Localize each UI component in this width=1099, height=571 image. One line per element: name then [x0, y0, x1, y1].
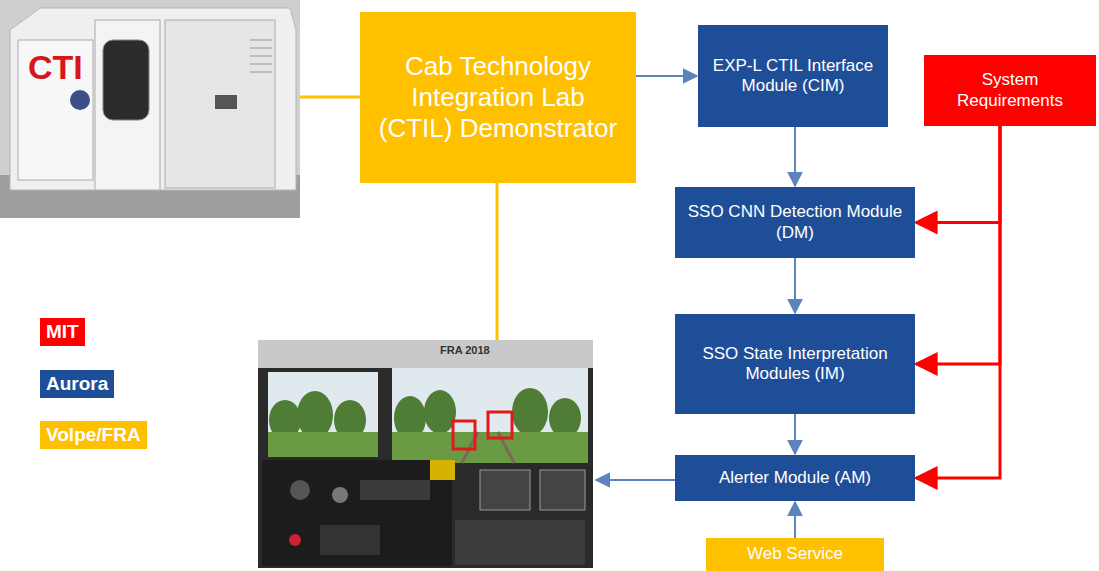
cab-photo [0, 0, 300, 218]
alert-arrow [596, 479, 675, 481]
lab-box: Cab Technology Integration Lab (CTIL) De… [360, 12, 636, 183]
legend-swatch: Volpe/FRA [40, 421, 147, 449]
leader-line [496, 183, 499, 340]
requirement-line [916, 126, 1000, 223]
legend-swatch: Aurora [40, 370, 114, 398]
box-text: Cab Technology Integration Lab (CTIL) De… [374, 51, 622, 145]
module-box: EXP-L CTIL Interface Module (CIM) [698, 25, 888, 127]
box-text: EXP-L CTIL Interface Module (CIM) [706, 56, 880, 97]
box-text: SSO State Interpretation Modules (IM) [683, 344, 907, 385]
service-box: Web Service [706, 538, 884, 571]
flow-arrow [794, 127, 796, 186]
legend-text: Aurora [46, 373, 108, 394]
flow-arrow [794, 414, 796, 454]
legend-text: Volpe/FRA [46, 424, 141, 445]
module-box: Alerter Module (AM) [675, 455, 915, 501]
box-text: SSO CNN Detection Module (DM) [683, 202, 907, 243]
photo-text: FRA 2018 [440, 344, 490, 356]
module-box: SSO State Interpretation Modules (IM) [675, 314, 915, 414]
leader-line [300, 96, 360, 99]
simulator-photo [258, 340, 593, 568]
box-text: Web Service [747, 544, 843, 564]
requirements-box: System Requirements [924, 55, 1096, 126]
box-text: System Requirements [932, 70, 1088, 111]
legend-swatch: MIT [40, 318, 85, 346]
flow-arrow [794, 258, 796, 313]
legend-text: MIT [46, 321, 79, 342]
module-box: SSO CNN Detection Module (DM) [675, 187, 915, 258]
flow-arrow [636, 75, 697, 77]
box-text: Alerter Module (AM) [719, 468, 871, 488]
photo-text: CTI [28, 48, 83, 87]
requirement-line [916, 126, 1000, 478]
requirement-line [916, 126, 1000, 364]
flow-arrow [794, 502, 796, 538]
